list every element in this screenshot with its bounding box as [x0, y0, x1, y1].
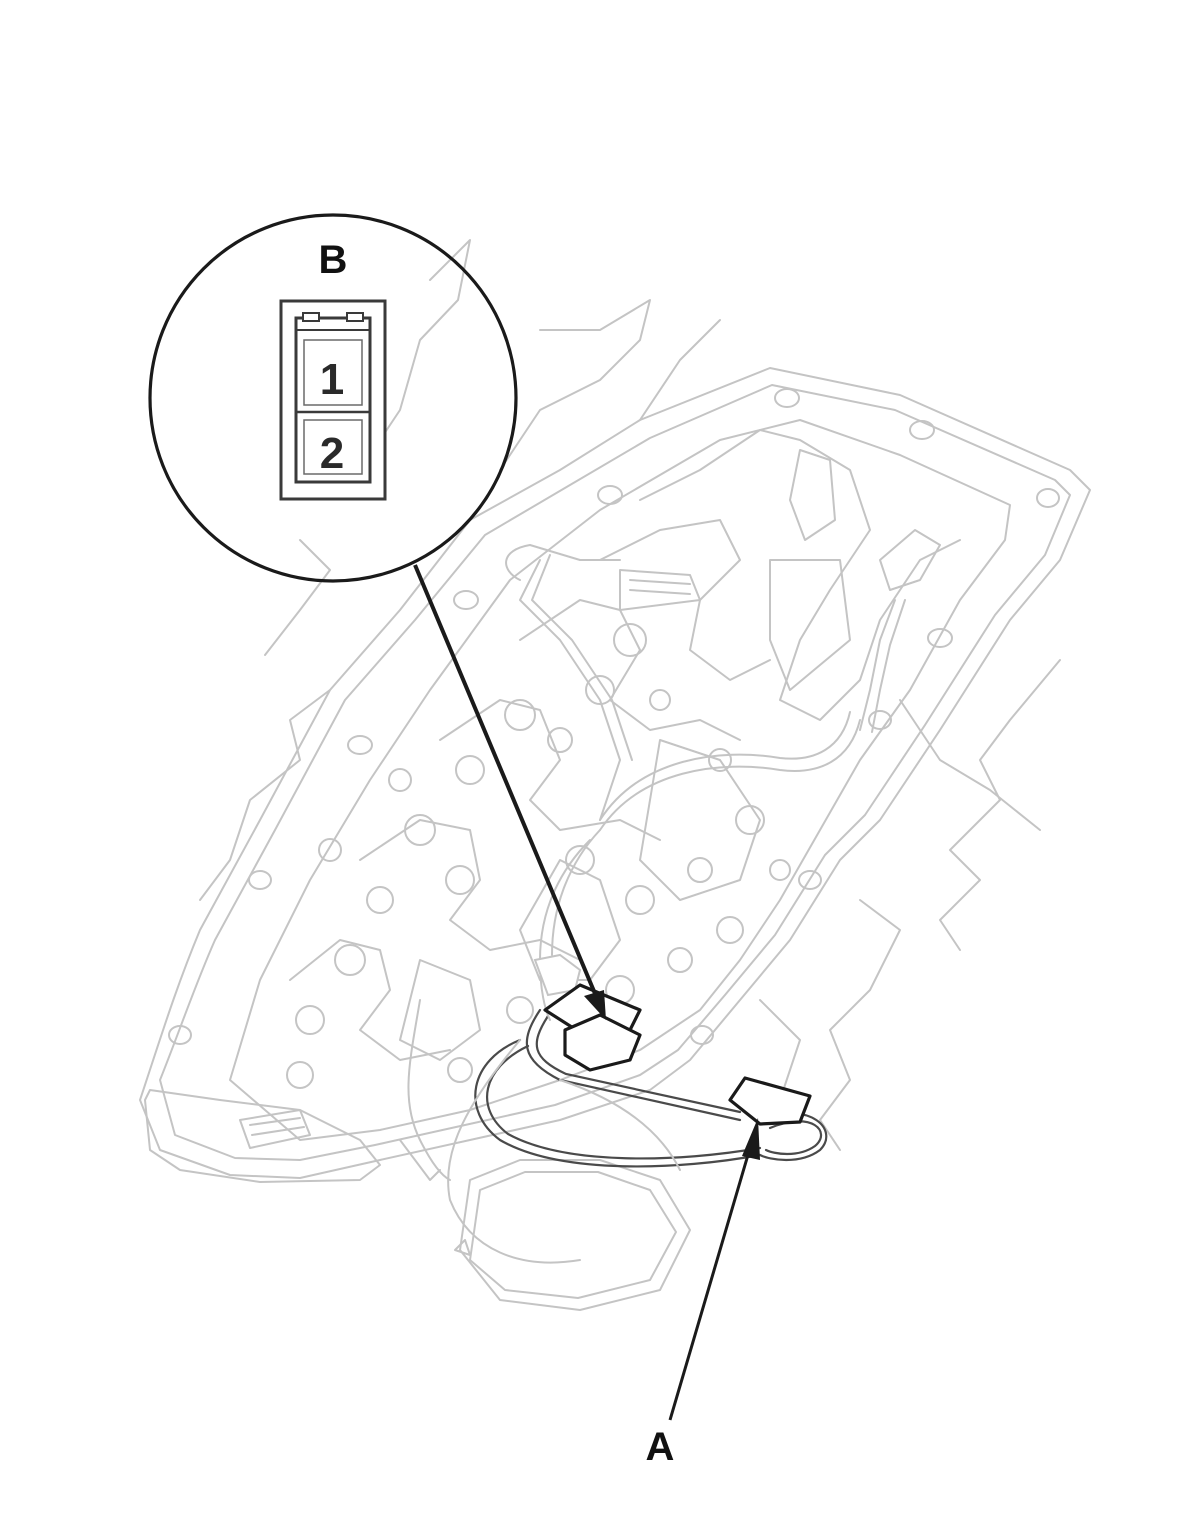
callout-a-label: A: [646, 1425, 675, 1469]
leader-arrow-a: [668, 1118, 760, 1421]
detail-b-inset: B 1 2: [148, 213, 518, 583]
valve-body: [229, 419, 1011, 1141]
leader-arrow-b: [413, 564, 606, 1020]
callout-b-label: B: [319, 238, 348, 282]
valve-bores: [286, 623, 791, 1089]
connector-a: [728, 1076, 812, 1126]
lower-housing: [144, 1089, 691, 1311]
pin-1-label: 1: [320, 355, 344, 404]
wiring-harness: [407, 544, 861, 1264]
connector-b-face-view: 1 2: [279, 299, 387, 501]
pin-2-label: 2: [320, 429, 344, 478]
connector-b: [533, 953, 642, 1072]
